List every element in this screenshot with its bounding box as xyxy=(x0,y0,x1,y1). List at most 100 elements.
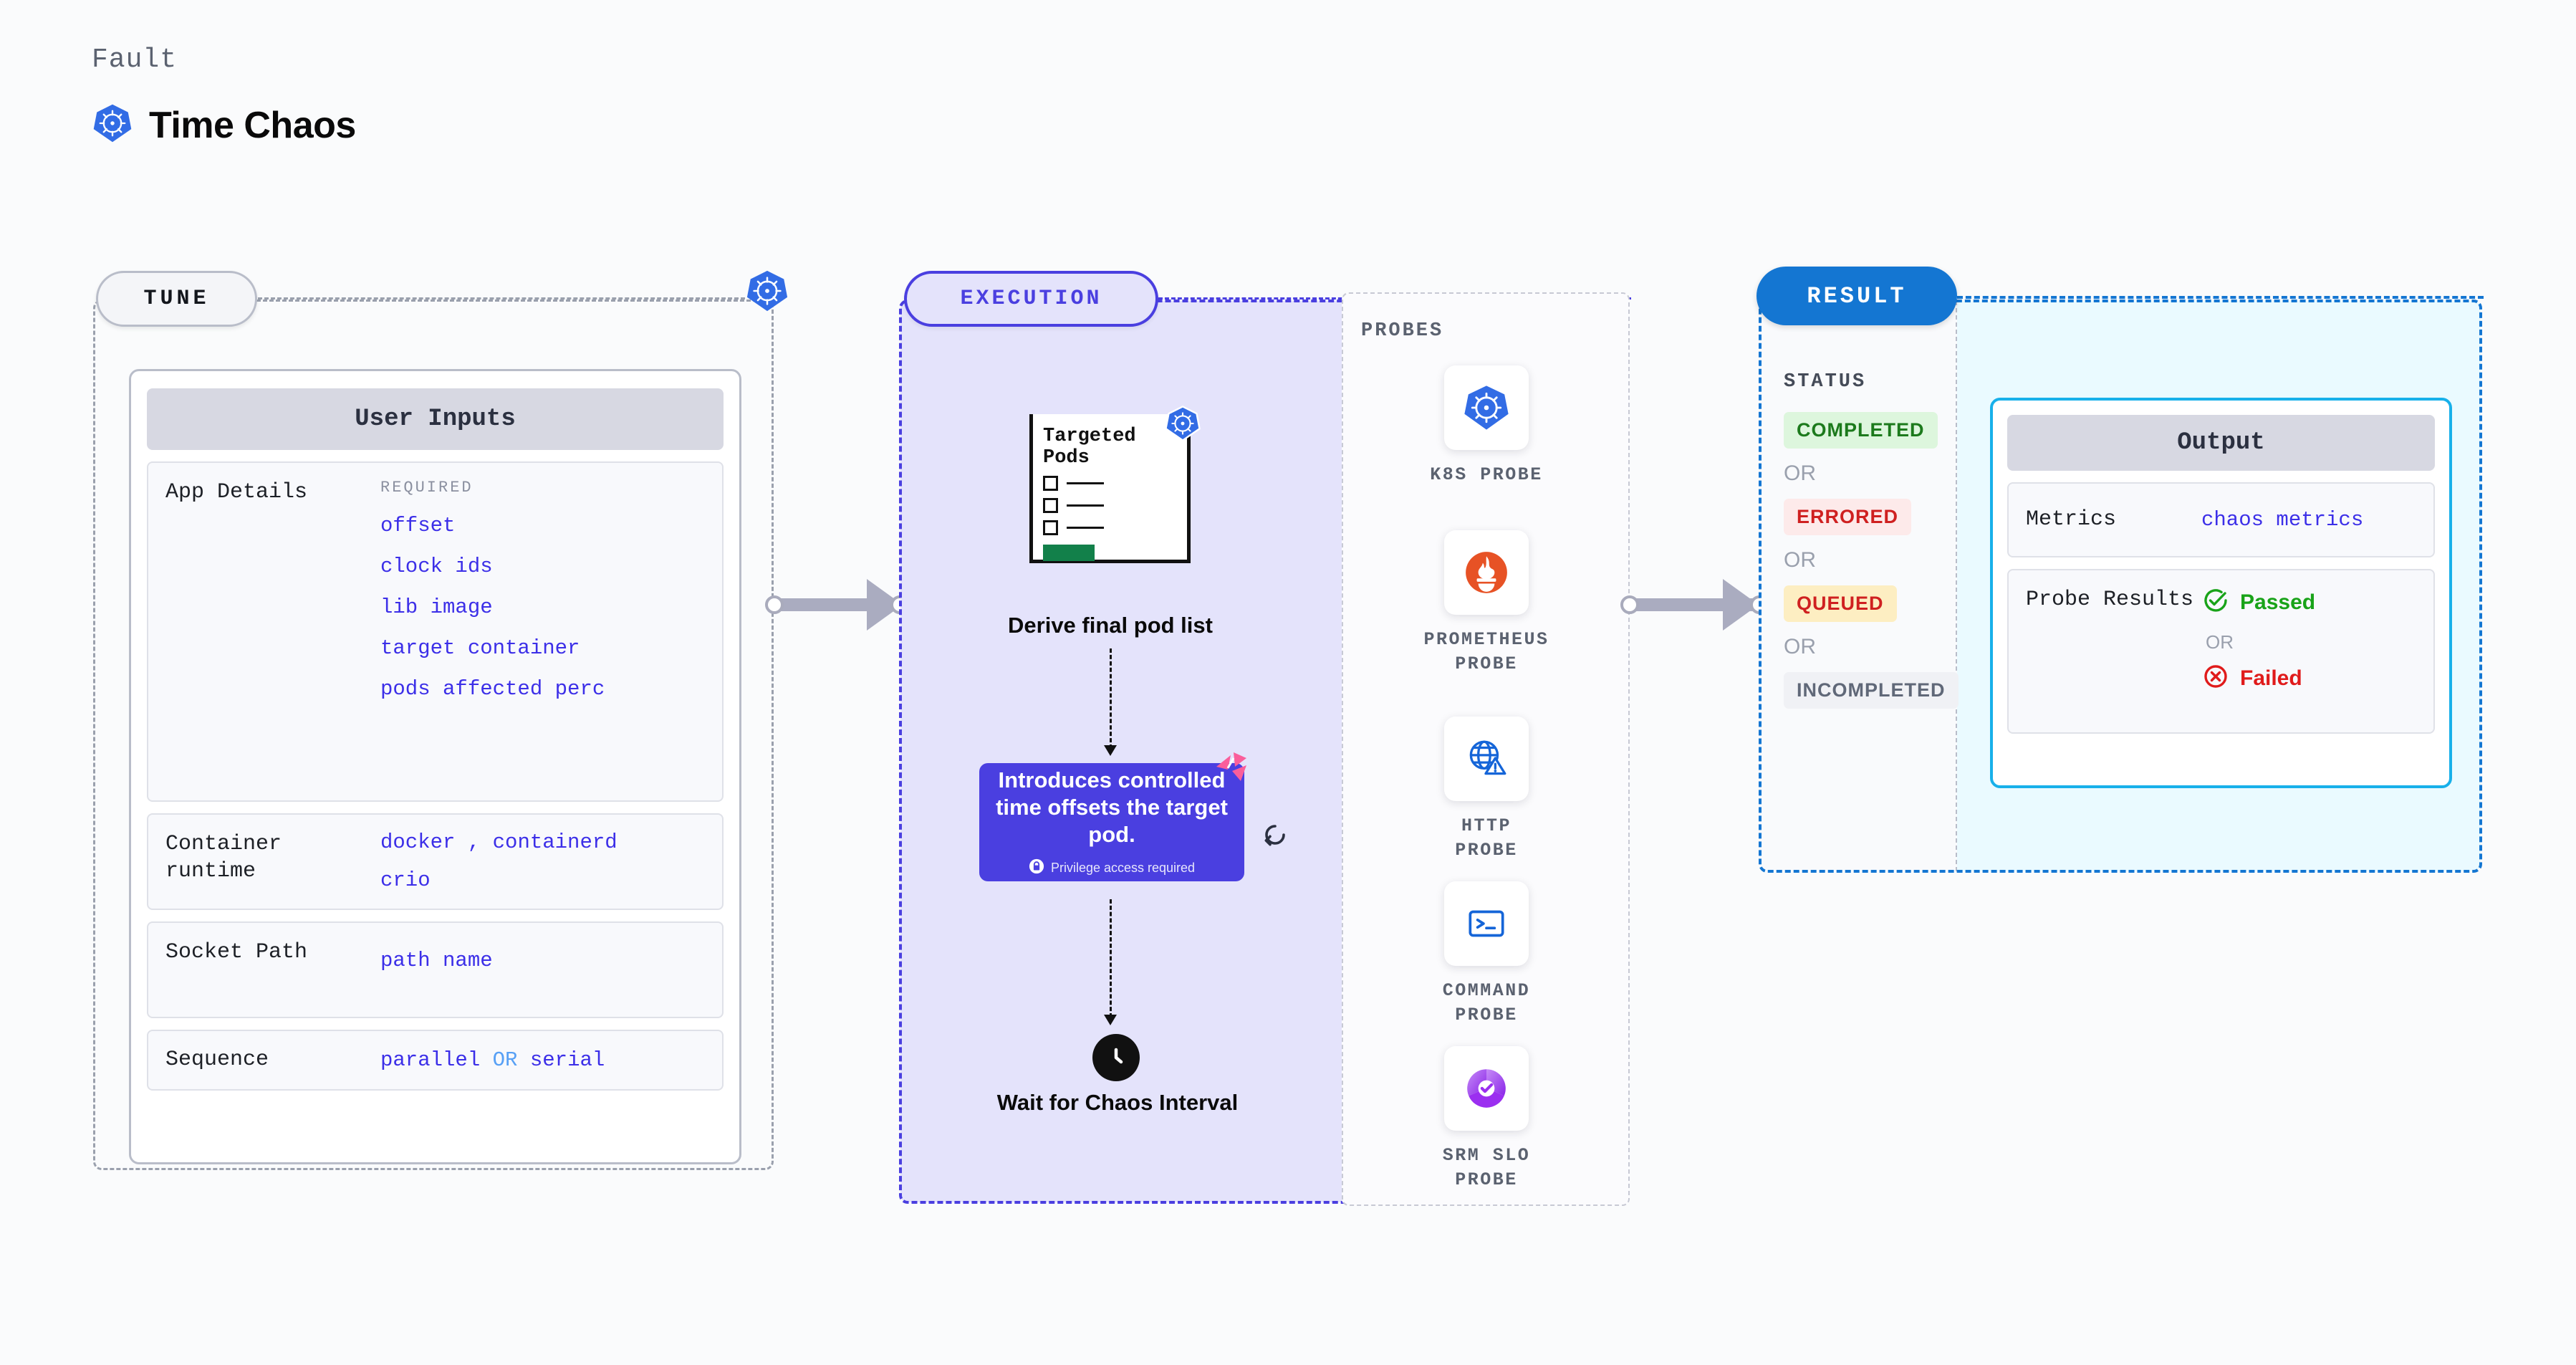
param-target-container[interactable]: target container xyxy=(380,636,580,660)
row-label-sequence: Sequence xyxy=(165,1048,269,1073)
probe-srm-slo[interactable]: SRM SLO PROBE xyxy=(1426,1046,1547,1192)
output-card-title: Output xyxy=(2007,415,2435,471)
tune-panel xyxy=(93,300,774,1170)
probe-label: SRM SLO PROBE xyxy=(1442,1145,1531,1190)
app-details-values: REQUIRED offset clock ids lib image targ… xyxy=(380,479,705,785)
status-list: COMPLETED OR ERRORED OR QUEUED OR INCOMP… xyxy=(1784,412,1959,722)
row-label-container-runtime: Container runtime xyxy=(165,832,282,884)
sequence-values: parallel OR serial xyxy=(380,1048,705,1072)
pod-checkbox[interactable] xyxy=(1043,476,1058,492)
arrow-start-dot xyxy=(765,595,784,614)
execution-tag[interactable]: EXECUTION xyxy=(904,271,1158,327)
value-path-name[interactable]: path name xyxy=(380,949,493,972)
pod-checkbox[interactable] xyxy=(1043,520,1058,536)
value-separator: , xyxy=(467,830,481,854)
pod-row[interactable] xyxy=(1043,498,1178,514)
value-crio[interactable]: crio xyxy=(380,868,431,892)
kubernetes-icon xyxy=(745,269,789,317)
param-pods-affected-perc[interactable]: pods affected perc xyxy=(380,677,605,701)
pod-row[interactable] xyxy=(1043,476,1178,492)
connector-tooltip-to-clock xyxy=(1110,899,1112,1017)
value-containerd[interactable]: containerd xyxy=(492,830,617,854)
output-card: Output Metrics chaos metrics Probe Resul… xyxy=(1990,398,2452,788)
probe-http[interactable]: HTTP PROBE xyxy=(1426,717,1547,863)
page-title: Time Chaos xyxy=(149,104,356,146)
probe-prometheus[interactable]: PROMETHEUS PROBE xyxy=(1423,530,1549,676)
sequence-or-label: OR xyxy=(492,1048,518,1072)
connector-pods-to-tooltip xyxy=(1110,648,1112,749)
check-circle-icon xyxy=(2201,586,2230,618)
failed-label: Failed xyxy=(2240,666,2302,690)
x-circle-icon xyxy=(2201,662,2230,694)
pods-action-bar[interactable] xyxy=(1043,545,1095,562)
probe-result-passed: Passed xyxy=(2201,586,2416,618)
derive-pod-list-caption: Derive final pod list xyxy=(1008,613,1213,638)
prometheus-icon xyxy=(1444,530,1529,615)
row-sequence: Sequence parallel OR serial xyxy=(147,1030,724,1091)
passed-label: Passed xyxy=(2240,590,2316,614)
refresh-icon[interactable] xyxy=(1259,818,1292,855)
privilege-note-row: Privilege access required xyxy=(1029,858,1195,878)
status-badge-completed[interactable]: COMPLETED xyxy=(1784,412,1938,449)
status-badge-queued[interactable]: QUEUED xyxy=(1784,585,1897,622)
user-inputs-title: User Inputs xyxy=(147,388,724,450)
globe-warning-icon xyxy=(1444,717,1529,801)
row-container-runtime: Container runtime docker , containerd cr… xyxy=(147,813,724,910)
pod-line xyxy=(1067,527,1104,530)
fault-description-tooltip: Introduces controlled time offsets the t… xyxy=(979,763,1244,881)
result-panel xyxy=(1759,300,2482,873)
wait-chaos-interval-caption: Wait for Chaos Interval xyxy=(996,1090,1239,1115)
row-label-metrics: Metrics xyxy=(2026,507,2117,532)
terminal-icon xyxy=(1444,881,1529,966)
pod-row[interactable] xyxy=(1043,520,1178,536)
targeted-pods-heading: Targeted Pods xyxy=(1043,426,1136,469)
tooltip-text: Introduces controlled time offsets the t… xyxy=(996,767,1228,847)
param-clock-ids[interactable]: clock ids xyxy=(380,555,493,578)
targeted-pods-card: Targeted Pods xyxy=(1029,414,1191,563)
tune-tag[interactable]: TUNE xyxy=(96,271,257,327)
user-inputs-card: User Inputs App Details REQUIRED offset … xyxy=(129,369,741,1164)
kubernetes-icon xyxy=(1444,365,1529,450)
socket-path-values: path name xyxy=(380,939,705,1001)
container-runtime-values: docker , containerd crio xyxy=(380,830,705,893)
row-probe-results: Probe Results Passed OR xyxy=(2007,569,2435,734)
probe-label: PROMETHEUS PROBE xyxy=(1423,629,1549,674)
status-or-label: OR xyxy=(1784,548,1816,572)
param-offset[interactable]: offset xyxy=(380,514,456,537)
value-chaos-metrics[interactable]: chaos metrics xyxy=(2201,508,2364,532)
arrowhead-down-icon xyxy=(1104,1015,1117,1025)
status-title: STATUS xyxy=(1784,371,1867,393)
probes-title: PROBES xyxy=(1361,320,1444,342)
arrow-start-dot xyxy=(1620,595,1639,614)
row-app-details: App Details REQUIRED offset clock ids li… xyxy=(147,461,724,802)
result-tag-connector xyxy=(1957,296,2484,299)
kubernetes-icon xyxy=(1164,405,1201,446)
status-badge-incompleted[interactable]: INCOMPLETED xyxy=(1784,672,1959,709)
status-badge-errored[interactable]: ERRORED xyxy=(1784,499,1912,535)
page-header: Fault Time Chaos xyxy=(92,44,356,148)
value-parallel[interactable]: parallel xyxy=(380,1048,481,1072)
row-socket-path: Socket Path path name xyxy=(147,921,724,1018)
status-or-label: OR xyxy=(1784,461,1816,485)
value-docker[interactable]: docker xyxy=(380,830,456,854)
pod-checkbox[interactable] xyxy=(1043,498,1058,514)
privilege-note-text: Privilege access required xyxy=(1050,860,1196,875)
probe-label: HTTP PROBE xyxy=(1455,815,1518,861)
param-lib-image[interactable]: lib image xyxy=(380,595,493,619)
result-tag[interactable]: RESULT xyxy=(1756,267,1957,325)
required-tag: REQUIRED xyxy=(380,479,474,497)
pod-line xyxy=(1067,504,1104,507)
lock-icon xyxy=(1029,858,1044,878)
pod-line xyxy=(1067,482,1104,485)
title-row: Time Chaos xyxy=(92,102,356,148)
tune-tag-connector xyxy=(258,297,745,300)
value-serial[interactable]: serial xyxy=(529,1048,605,1072)
probe-command[interactable]: COMMAND PROBE xyxy=(1426,881,1547,1028)
arrowhead-down-icon xyxy=(1104,745,1117,756)
probe-k8s[interactable]: K8S PROBE xyxy=(1426,365,1547,487)
row-metrics: Metrics chaos metrics xyxy=(2007,482,2435,557)
chaos-ribbon-icon xyxy=(1212,751,1249,789)
srm-slo-icon xyxy=(1444,1046,1529,1131)
row-label-probe-results: Probe Results xyxy=(2026,588,2194,612)
probe-or-label: OR xyxy=(2206,631,2234,653)
